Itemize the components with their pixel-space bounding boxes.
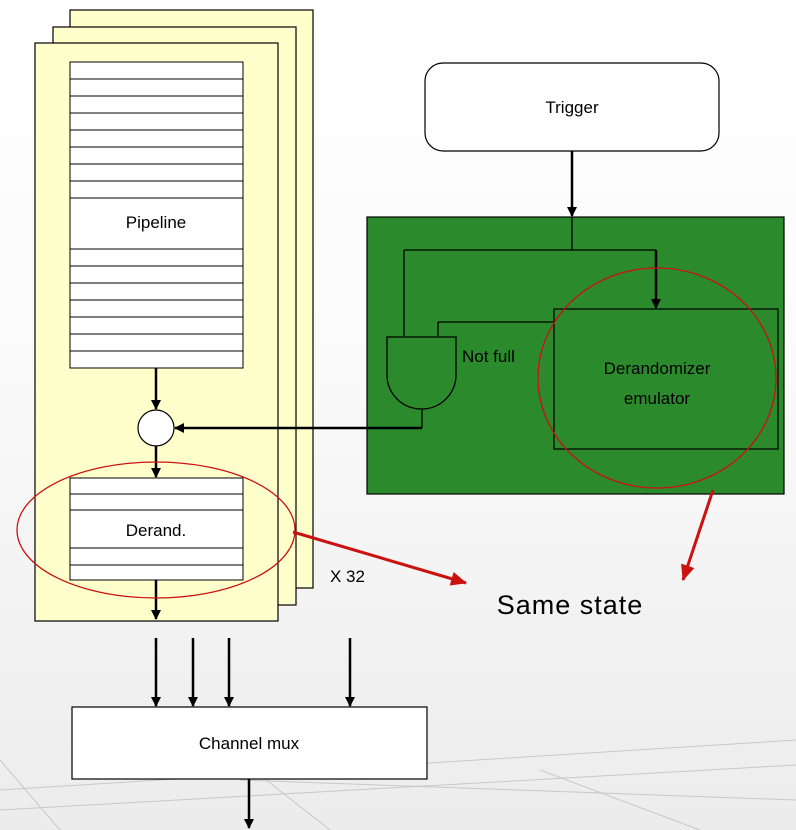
same-state-label: Same state: [497, 590, 644, 620]
emulator-highlight-ellipse: [537, 267, 777, 489]
channel-mux-label: Channel mux: [199, 734, 300, 753]
trigger-label: Trigger: [545, 98, 599, 117]
derand-same-state-arrow: [292, 530, 467, 586]
not-full-label: Not full: [462, 347, 515, 366]
emulator-wiring: [403, 217, 656, 336]
derand-label: Derand.: [126, 521, 186, 540]
combine-node: [137, 409, 175, 447]
emulator-label-line2: emulator: [624, 389, 690, 408]
mux-input-arrows: [151, 638, 355, 707]
pipeline-label: Pipeline: [126, 213, 187, 232]
derandomizer-emulator-box: [553, 308, 779, 450]
derand-highlight-ellipse: [16, 461, 296, 599]
pipeline-label-bg: [100, 208, 214, 233]
emulator-same-state-arrow: [681, 489, 715, 581]
derand-register: [69, 477, 244, 581]
emulator-label-line1: Derandomizer: [604, 359, 711, 378]
channel-mux-box: [71, 706, 428, 780]
and-gate: [386, 336, 457, 410]
multiplicity-label: X 32: [330, 567, 365, 586]
